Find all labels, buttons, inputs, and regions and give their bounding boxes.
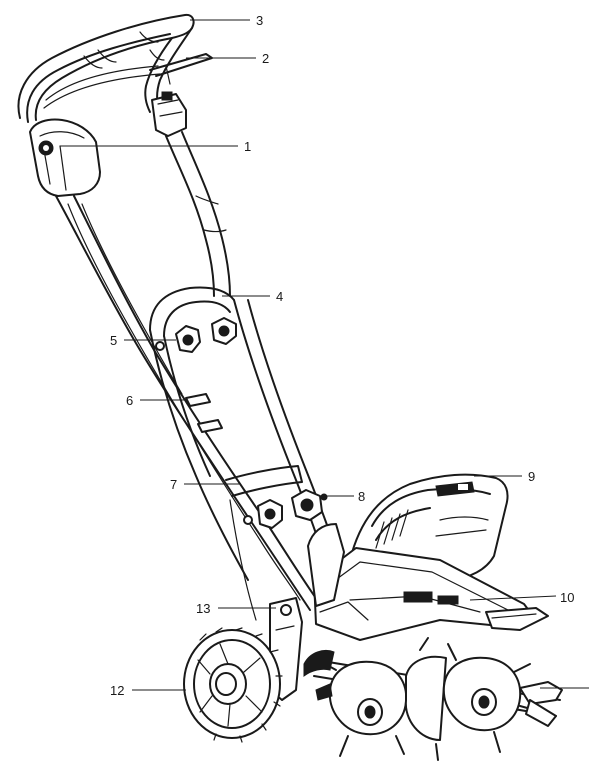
callout-10-label: 10 [560, 590, 574, 605]
upper-knobs [155, 317, 237, 353]
callout-2-label: 2 [262, 51, 269, 66]
wheel [183, 627, 283, 743]
callout-9-label: 9 [528, 469, 535, 484]
callout-5-label: 5 [110, 333, 117, 348]
callout-1-label: 1 [244, 139, 251, 154]
callout-4-label: 4 [276, 289, 283, 304]
callout-3-label: 3 [256, 13, 263, 28]
callout-10-leader [469, 595, 557, 601]
tines [303, 637, 563, 761]
callout-8-label: 8 [358, 489, 365, 504]
lower-knobs [243, 489, 328, 529]
switch-box [29, 118, 101, 197]
callout-13-label: 13 [196, 601, 210, 616]
callout-6-label: 6 [126, 393, 133, 408]
callout-12-label: 12 [110, 683, 124, 698]
callout-7-label: 7 [170, 477, 177, 492]
safety-lever [149, 53, 213, 85]
handle-tubes [55, 131, 321, 611]
upper-clamp [151, 91, 187, 137]
callouts: 1 2 3 4 5 6 7 8 9 10 12 13 [60, 13, 589, 698]
upper-handle [17, 13, 195, 123]
base-frame [307, 523, 549, 641]
cable-clips [185, 393, 223, 433]
lower-handle [225, 465, 303, 621]
